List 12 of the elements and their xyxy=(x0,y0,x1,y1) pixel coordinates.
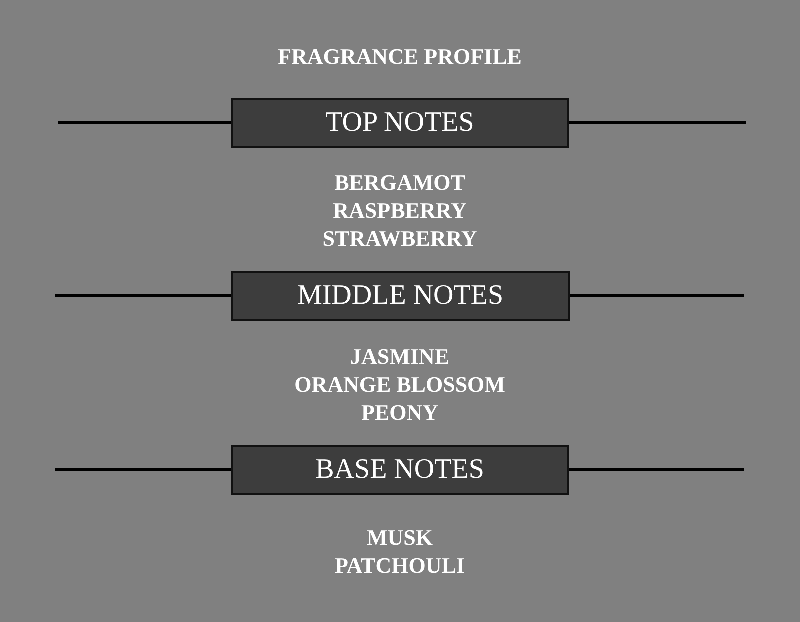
note-item: ORANGE BLOSSOM xyxy=(294,372,506,397)
note-item: MUSK xyxy=(367,525,433,550)
note-item: RASPBERRY xyxy=(333,198,467,223)
section-heading: TOP NOTES xyxy=(326,106,474,140)
note-item: JASMINE xyxy=(350,344,450,369)
note-item: PATCHOULI xyxy=(335,553,465,578)
note-item: PEONY xyxy=(362,400,438,425)
section-heading: MIDDLE NOTES xyxy=(297,279,504,313)
note-item: STRAWBERRY xyxy=(322,226,478,251)
section-heading: BASE NOTES xyxy=(316,453,484,487)
note-item: BERGAMOT xyxy=(334,170,466,195)
poster-title: FRAGRANCE PROFILE xyxy=(278,44,522,69)
